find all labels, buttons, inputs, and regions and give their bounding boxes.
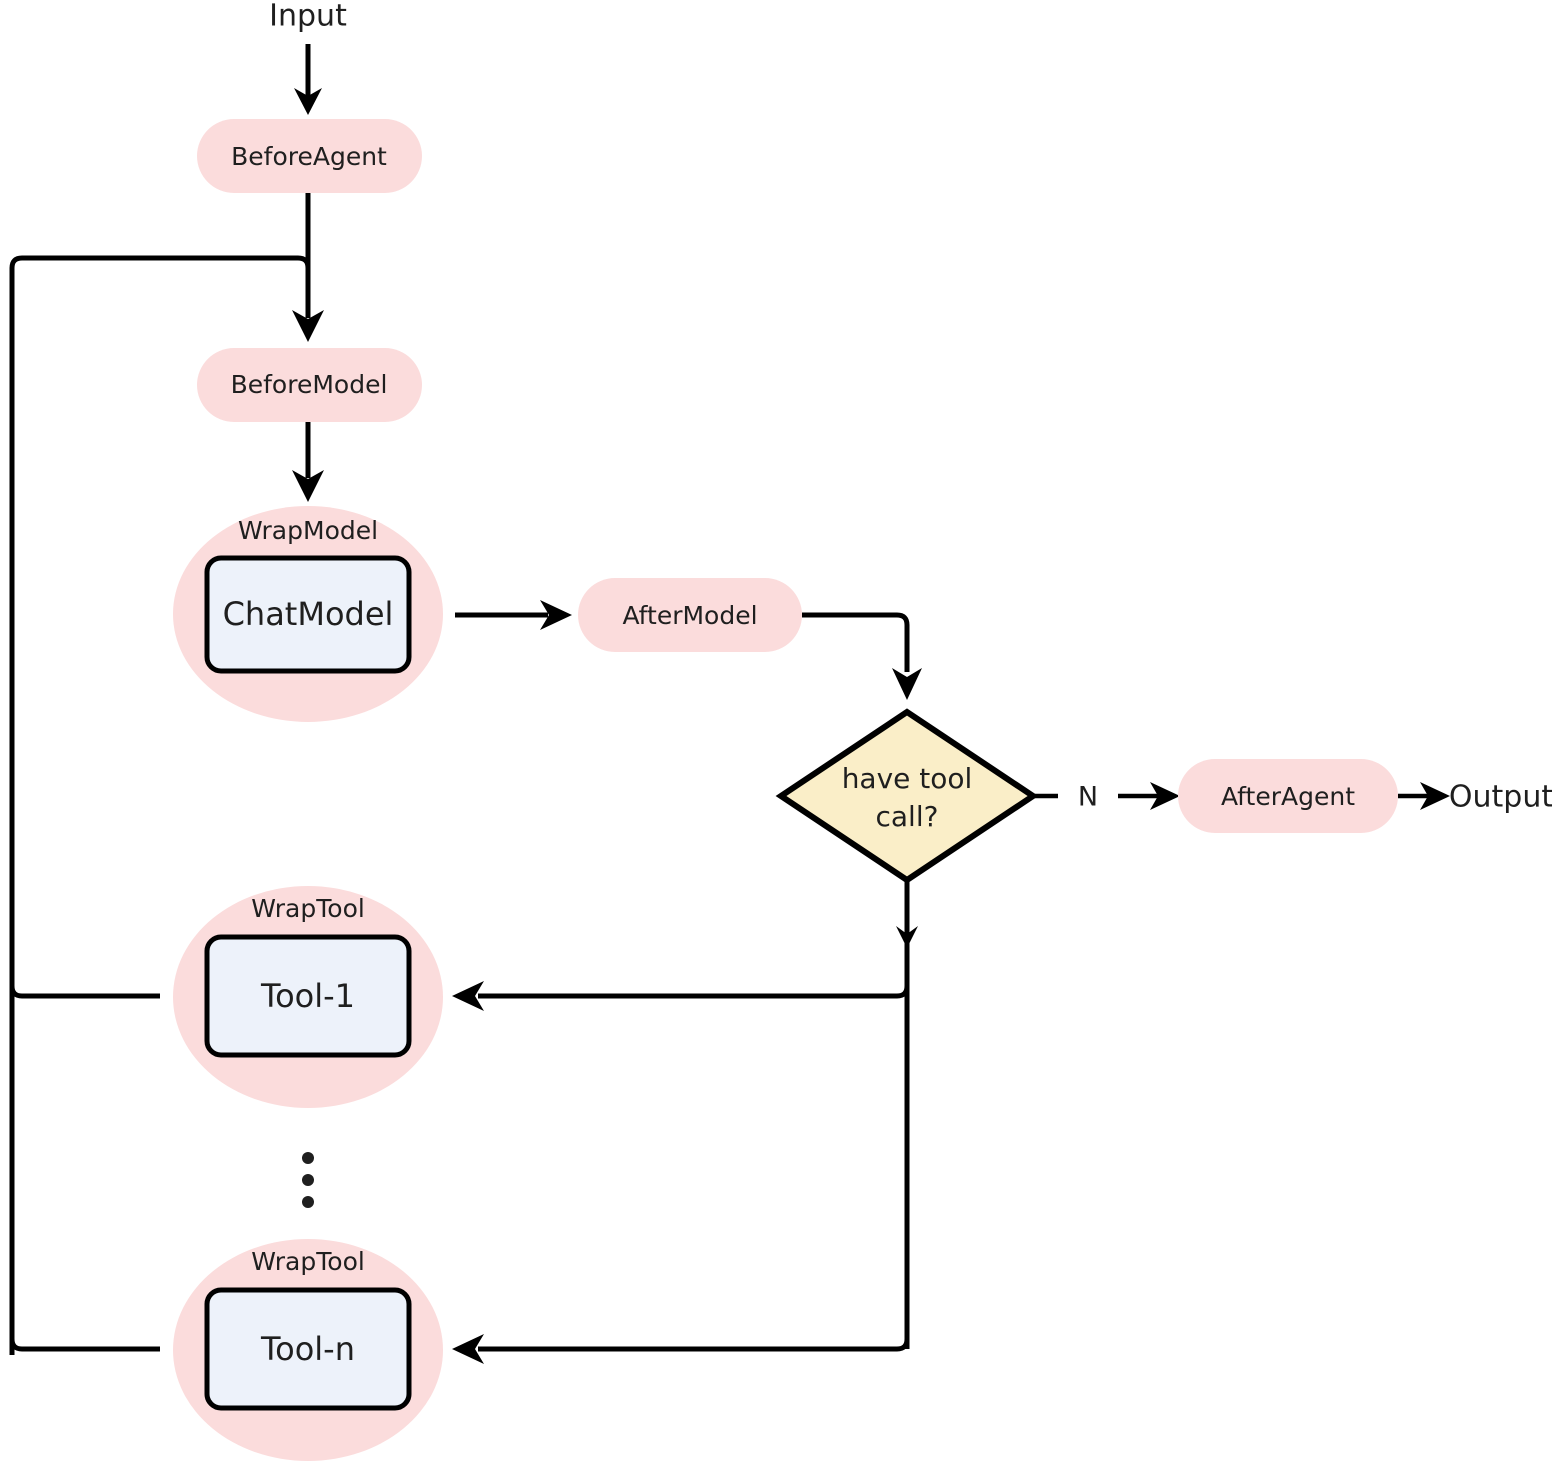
node-after-model-label: AfterModel <box>622 601 757 630</box>
node-tool-1-shape[interactable] <box>204 934 412 1058</box>
node-decision-label-line1: have tool <box>842 762 973 795</box>
node-wrap-tool-n[interactable]: WrapTool Tool-n <box>173 1239 443 1461</box>
node-chat-model-shape[interactable] <box>204 555 412 674</box>
edge-input-to-beforeagent <box>294 44 322 115</box>
tools-ellipsis-icon <box>302 1152 314 1208</box>
node-output-label: Output <box>1449 780 1552 815</box>
edge-tool1-to-rail <box>9 985 160 999</box>
node-before-model-label: BeforeModel <box>231 370 388 399</box>
node-tool-1-label: Tool-1 <box>260 977 355 1015</box>
node-before-agent[interactable]: BeforeAgent <box>197 119 422 193</box>
node-chat-model-label: ChatModel <box>223 595 394 633</box>
edge-decision-to-afteragent: N <box>1033 782 1180 813</box>
edge-beforemodel-to-wrapmodel <box>292 422 324 502</box>
node-before-model-shape <box>197 348 422 422</box>
node-decision-have-tool-call[interactable]: have tool call? <box>775 708 1039 884</box>
node-tool-n-label: Tool-n <box>260 1330 355 1368</box>
arrowhead-icon <box>1150 782 1180 810</box>
node-wrap-model[interactable]: WrapModel ChatModel <box>173 506 443 722</box>
edge-afteragent-to-output <box>1398 782 1450 810</box>
arrowhead-icon <box>452 1334 484 1364</box>
edge-tooln-to-rail <box>9 1338 160 1352</box>
arrowhead-icon <box>896 926 918 948</box>
arrowhead-icon <box>540 600 572 630</box>
node-wrap-model-label: WrapModel <box>238 516 378 545</box>
node-before-agent-shape <box>197 119 422 193</box>
node-before-agent-label: BeforeAgent <box>231 142 387 171</box>
node-after-model-shape <box>578 578 802 652</box>
edge-tools-feedback-rail <box>9 255 311 1355</box>
arrowhead-icon <box>892 668 922 700</box>
arrowhead-icon <box>292 310 324 342</box>
node-after-model[interactable]: AfterModel <box>578 578 802 652</box>
node-after-agent-label: AfterAgent <box>1221 782 1355 811</box>
node-decision-label-line2: call? <box>876 800 939 833</box>
edge-label-n: N <box>1078 782 1098 813</box>
node-tool-n-shape[interactable] <box>204 1287 412 1411</box>
edge-aftermodel-to-decision <box>802 612 922 700</box>
edge-chatmodel-to-aftermodel <box>455 600 572 630</box>
arrowhead-icon <box>294 88 322 115</box>
arrowhead-icon <box>1420 782 1450 810</box>
node-input-label: Input <box>269 0 347 34</box>
node-after-agent[interactable]: AfterAgent <box>1178 759 1398 833</box>
arrowhead-icon <box>292 470 324 502</box>
node-after-agent-shape <box>1178 759 1398 833</box>
node-decision-shape <box>775 708 1039 884</box>
node-wrap-tool-n-label: WrapTool <box>251 1247 365 1276</box>
node-wrap-tool-1[interactable]: WrapTool Tool-1 <box>173 886 443 1108</box>
node-wrap-tool-1-label: WrapTool <box>251 894 365 923</box>
node-before-model[interactable]: BeforeModel <box>197 348 422 422</box>
arrowhead-icon <box>452 981 484 1011</box>
edge-decision-to-tools <box>452 880 918 1364</box>
